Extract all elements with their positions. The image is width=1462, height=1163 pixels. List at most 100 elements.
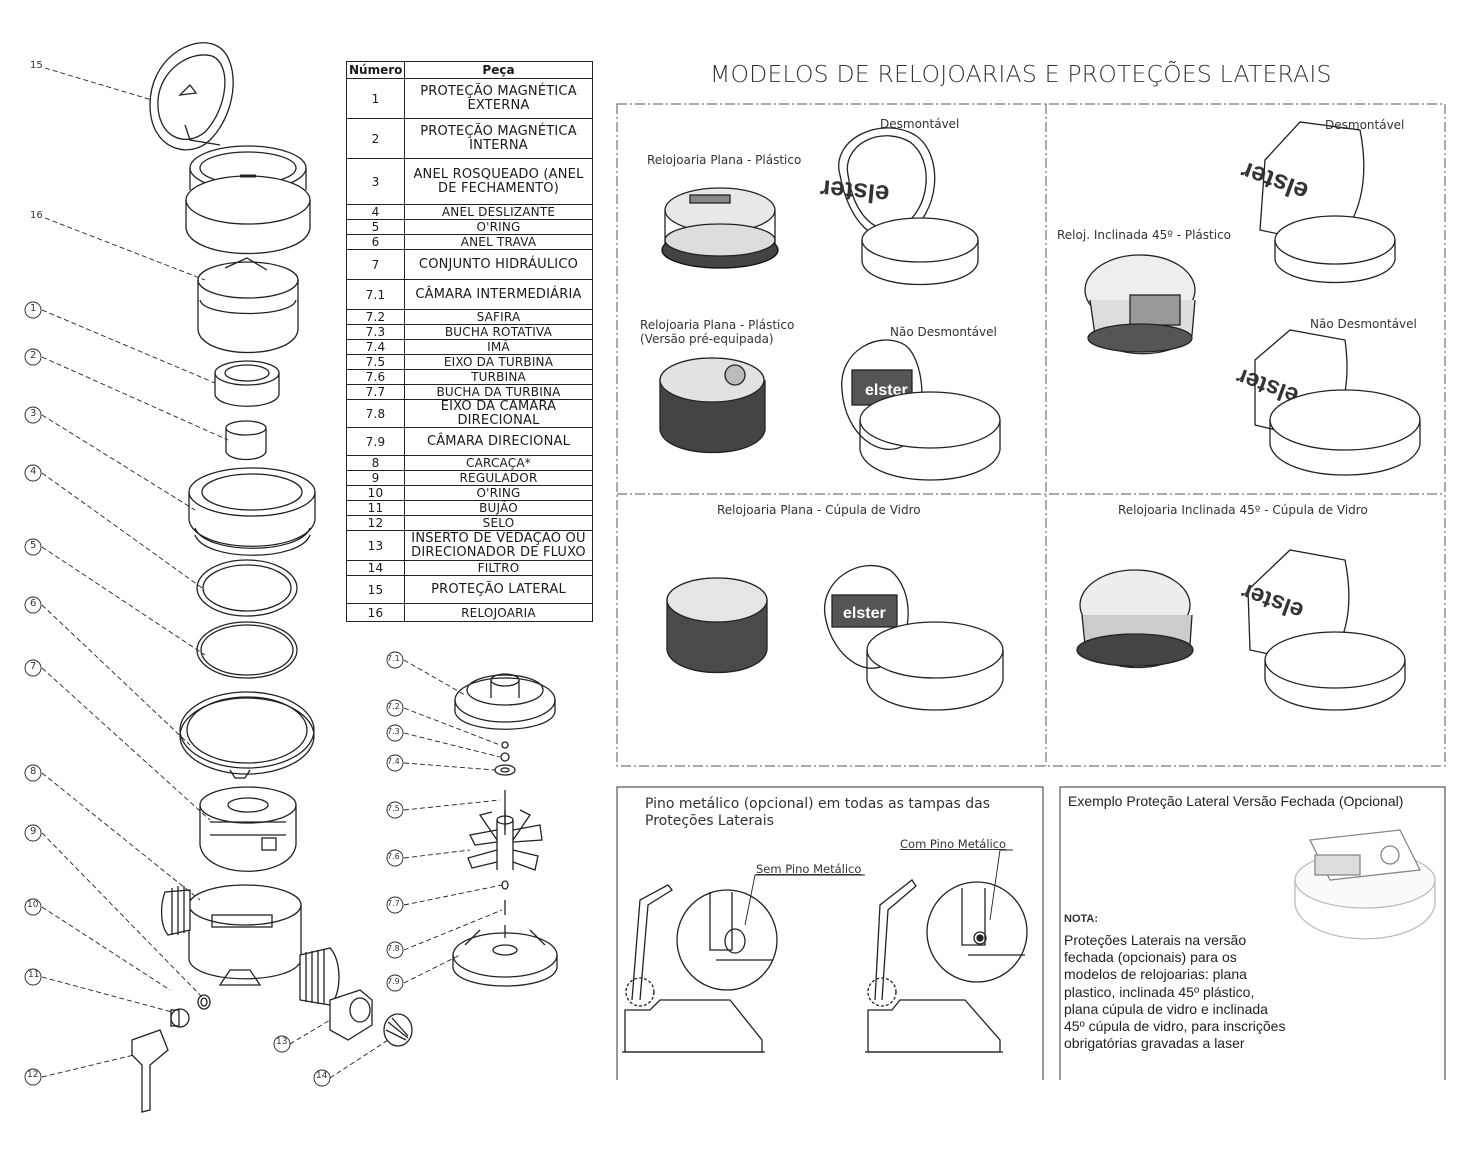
label-non-removable-q1: Não Desmontável [890, 325, 997, 339]
part-number-cell: 7.2 [346, 309, 405, 325]
note-line: Proteções Laterais na versão [1064, 932, 1247, 948]
part-name-cell: O'RING [404, 219, 593, 235]
callout-7-5: 7.5 [387, 804, 400, 813]
callout-10: 10 [27, 900, 39, 910]
part-number-cell: 13 [346, 530, 405, 562]
callout-circles [24, 301, 404, 1087]
part-name-cell: CONJUNTO HIDRÁULICO [404, 249, 593, 280]
part-16-register [197, 257, 299, 354]
part-name-cell: TURBINA [404, 369, 593, 385]
part-9-11-regulator-plug [170, 994, 211, 1028]
part-5-oring [196, 621, 298, 679]
part-number-cell: 7.4 [346, 339, 405, 355]
label-inclined-plastic: Reloj. Inclinada 45º - Plástico [1057, 228, 1232, 242]
part-number-cell: 7.9 [346, 427, 405, 457]
part-name-cell: CÂMARA INTERMEDIÁRIA [404, 279, 593, 310]
part-name-cell: SAFIRA [404, 309, 593, 325]
part-name-cell: CÂMARA DIRECIONAL [404, 427, 593, 457]
part-number-cell: 9 [346, 470, 405, 487]
note-line: plastico, inclinada 45º plástico, [1064, 983, 1255, 1000]
pin-panel-text-1: Pino metálico (opcional) em todas as tam… [645, 796, 991, 812]
part-number-cell: 14 [346, 560, 405, 577]
part-2-internal-magnetic [225, 420, 267, 461]
part-7-hydraulic-set [199, 786, 297, 872]
callout-6: 6 [30, 598, 37, 609]
callout-11: 11 [28, 970, 40, 980]
label-without-pin: Sem Pino Metálico [756, 862, 862, 876]
header-number: Número [346, 61, 405, 79]
callout-7-2: 7.2 [387, 702, 400, 711]
part-number-cell: 7.5 [346, 354, 405, 370]
part-name-cell: INSERTO DE VEDAÇÃO OU DIRECIONADOR DE FL… [404, 530, 593, 562]
part-7-7-7-9 [452, 880, 558, 987]
part-name-cell: BUJÃO [404, 500, 593, 517]
callout-3: 3 [30, 408, 37, 419]
part-13-flow-insert [329, 989, 373, 1041]
callout-9: 9 [30, 826, 37, 837]
closed-side-protection-image [1294, 829, 1436, 940]
label-flat-plastic-preequipped-1: Relojoaria Plana - Plástico [640, 318, 795, 332]
part-number-cell: 7.1 [346, 279, 405, 310]
part-number-cell: 3 [346, 158, 405, 205]
label-removable-q1: Desmontável [880, 117, 960, 131]
callout-7-4: 7.4 [387, 757, 400, 766]
removable-cover-q1: elster [819, 127, 979, 286]
part-number-cell: 7.6 [346, 369, 405, 385]
part-name-cell: RELOJOARIA [404, 603, 593, 623]
part-number-cell: 10 [346, 485, 405, 502]
non-removable-cover-q2: elster [1233, 329, 1421, 476]
inclined-plastic-register-image [1084, 254, 1196, 355]
note-line: modelos de relojoarias: plana [1064, 966, 1247, 983]
part-name-cell: SELO [404, 515, 593, 532]
part-number-cell: 12 [346, 515, 405, 532]
part-12-seal [131, 1029, 169, 1113]
part-name-cell: BUCHA ROTATIVA [404, 324, 593, 340]
models-grid-frame [616, 103, 1446, 767]
note-line: plana cúpula de vidro e inclinada [1064, 1000, 1268, 1017]
callout-15: 15 [30, 60, 43, 71]
flat-plastic-register-image [661, 187, 779, 269]
callout-7-9: 7.9 [387, 977, 400, 986]
closed-panel-frame [1059, 786, 1446, 1080]
note-line: 45º cúpula de vidro, para inscrições [1064, 1018, 1286, 1035]
part-1-external-magnetic [214, 360, 280, 407]
svg-text:elster: elster [843, 605, 886, 622]
note-line: fechada (opcionais) para os [1064, 949, 1237, 966]
part-name-cell: REGULADOR [404, 470, 593, 487]
label-flat-glass: Relojoaria Plana - Cúpula de Vidro [717, 503, 921, 517]
part-15-side-protection [149, 42, 311, 255]
part-14-filter [383, 1013, 413, 1047]
part-number-cell: 5 [346, 219, 405, 235]
callout-7-6: 7.6 [387, 852, 400, 861]
closed-panel-title: Exemplo Proteção Lateral Versão Fechada … [1068, 793, 1404, 809]
inclined-glass-register-image [1076, 569, 1194, 669]
callout-16: 16 [30, 210, 43, 221]
part-name-cell: PROTEÇÃO LATERAL [404, 575, 593, 605]
label-non-removable-q2: Não Desmontável [1310, 317, 1417, 331]
callout-8: 8 [30, 766, 37, 777]
callout-7: 7 [30, 661, 37, 672]
removable-cover-q4: elster [1238, 549, 1406, 711]
page-title: MODELOS DE RELOJOARIAS E PROTEÇÕES LATER… [710, 60, 1332, 88]
